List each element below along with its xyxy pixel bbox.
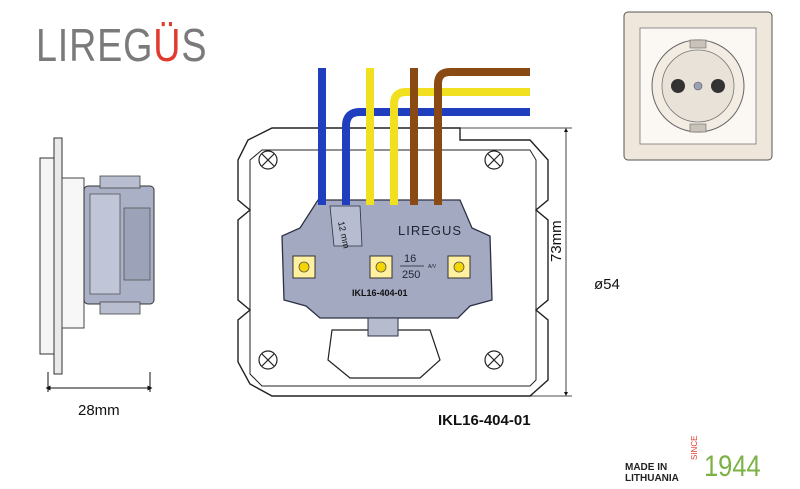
diameter-label: ø54: [594, 276, 620, 293]
made-in-label: MADE IN LITHUANIA: [625, 462, 679, 484]
rating-unit: A/V: [428, 264, 437, 270]
housing-code: IKL16-404-01: [352, 288, 408, 298]
product-code: IKL16-404-01: [438, 412, 531, 429]
brand-logo: LIREGÜS: [36, 19, 208, 71]
wires: [318, 68, 530, 205]
rating-top: 16: [404, 253, 416, 265]
height-dimension: [460, 127, 572, 397]
rating-bottom: 250: [402, 269, 420, 281]
height-label: 73mm: [548, 220, 565, 262]
socket-thumbnail: [623, 11, 773, 161]
terminal-screws: [292, 255, 471, 279]
side-view: [39, 137, 155, 392]
depth-label: 28mm: [78, 402, 120, 419]
since-year: 1944: [704, 450, 761, 483]
socket-housing: LIREGUS 16 250 A/V IKL16-404-01 12 mm: [281, 199, 493, 337]
housing-brand: LIREGUS: [398, 223, 462, 238]
since-label: SINCE: [690, 435, 699, 460]
